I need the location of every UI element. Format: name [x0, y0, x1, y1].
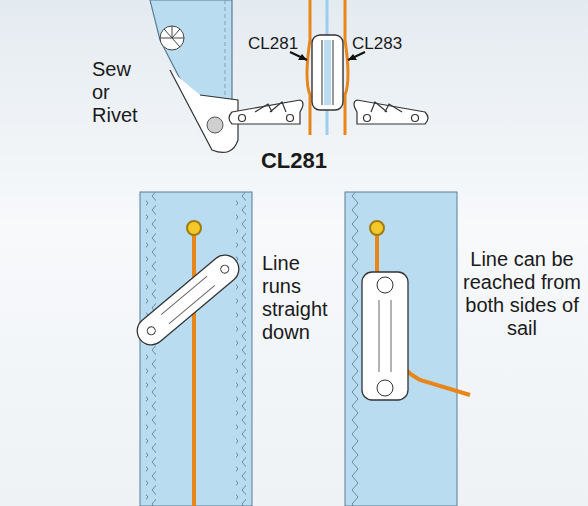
- note-label: Line runs straight down: [262, 252, 340, 344]
- part-number: CL281: [248, 34, 308, 54]
- instruction-label: Sew or Rivet: [92, 58, 146, 127]
- sail-panel-left: [132, 192, 252, 506]
- cleat-side-views: [229, 100, 428, 124]
- sail-corner: [150, 0, 238, 152]
- title: CL281: [0, 148, 588, 173]
- part-number: CL283: [352, 34, 416, 54]
- sail-panel-right: [345, 192, 470, 506]
- cleat-end-view: [290, 0, 365, 135]
- note-label: Line can be reached from both sides of s…: [462, 248, 582, 340]
